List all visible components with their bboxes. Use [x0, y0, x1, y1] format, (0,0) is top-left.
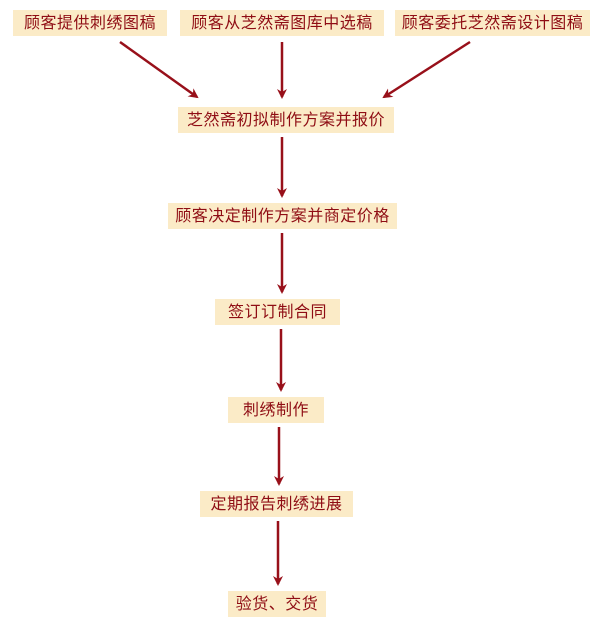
step-box-draft-plan-quote: 芝然斋初拟制作方案并报价 — [178, 107, 394, 133]
arrow-source3-to-step1 — [382, 40, 471, 99]
arrow-source1-to-step1 — [119, 40, 199, 99]
step-box-inspection-delivery: 验货、交货 — [228, 591, 326, 617]
source-box-customer-design: 顾客提供刺绣图稿 — [13, 10, 167, 36]
step-box-decide-plan-price: 顾客决定制作方案并商定价格 — [168, 203, 397, 229]
source-box-library-selection: 顾客从芝然斋图库中选稿 — [180, 10, 384, 36]
step-box-sign-contract: 签订订制合同 — [215, 299, 340, 325]
step-box-progress-reports: 定期报告刺绣进展 — [200, 491, 353, 517]
step-box-embroidery-production: 刺绣制作 — [228, 397, 324, 423]
source-box-commissioned-design: 顾客委托芝然斋设计图稿 — [395, 10, 590, 36]
